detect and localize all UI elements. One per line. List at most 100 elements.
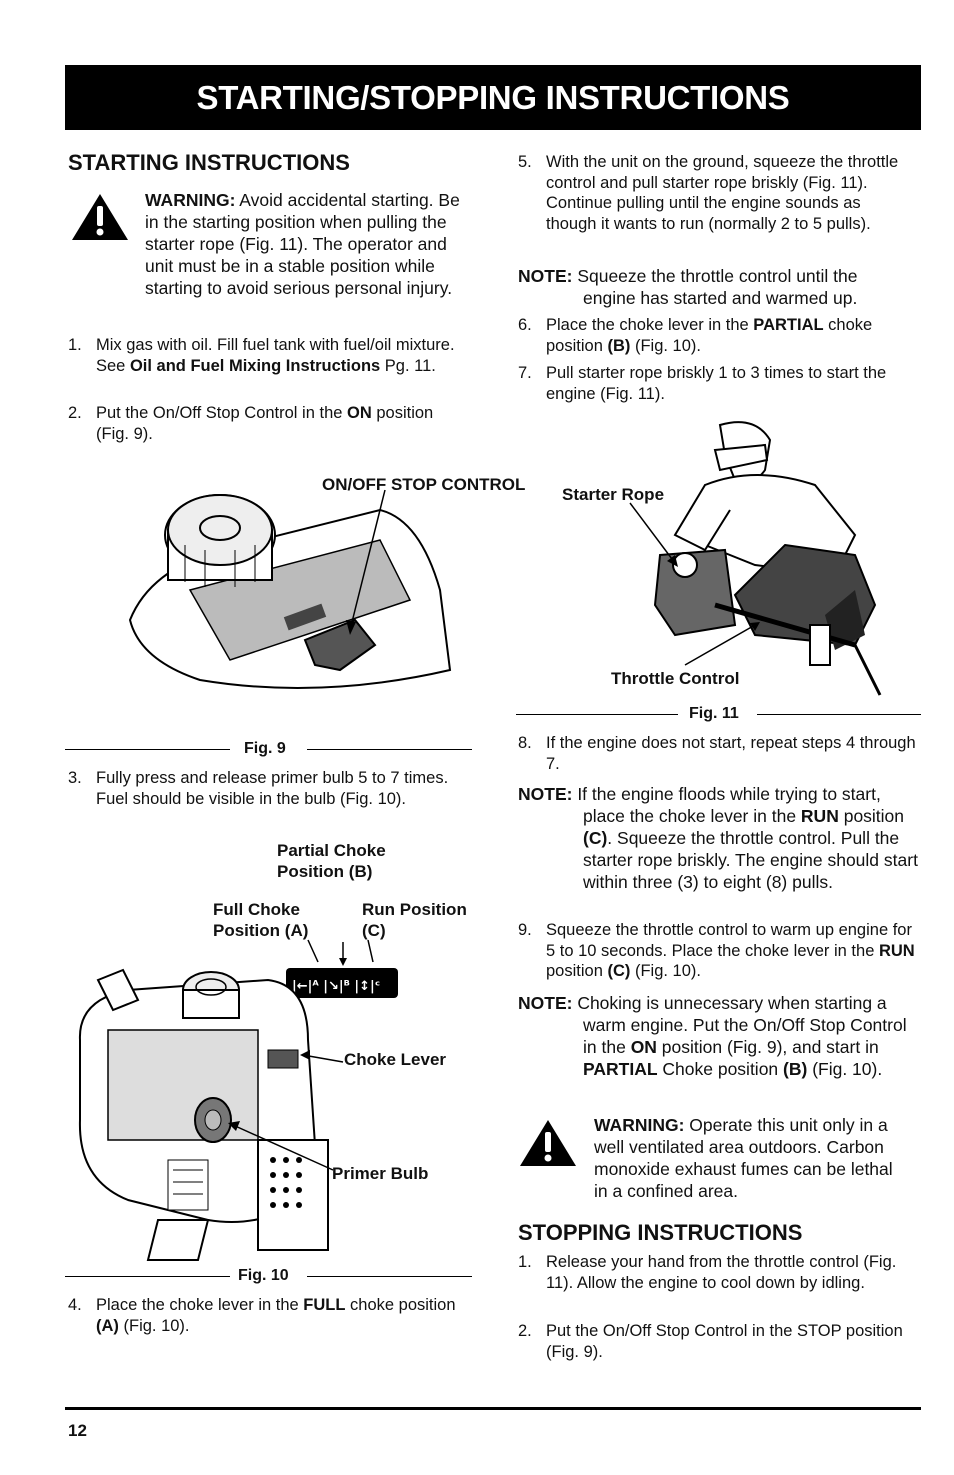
note-label: NOTE:	[518, 266, 573, 286]
step-bold: ON	[347, 404, 372, 422]
step-text: Place the choke lever in the	[96, 1296, 304, 1314]
step-text: Fully press and release primer bulb 5 to…	[96, 769, 449, 808]
starting-heading: STARTING INSTRUCTIONS	[68, 150, 350, 175]
step-number: 2.	[68, 404, 82, 422]
step-text: Pull starter rope briskly 1 to 3 times t…	[546, 364, 887, 403]
step-text: choke position	[345, 1296, 456, 1314]
fig11-illustration	[629, 421, 882, 696]
warning-label: WARNING:	[145, 190, 236, 210]
fig9-illustration	[128, 489, 452, 689]
note-text: (Fig. 10).	[807, 1059, 883, 1079]
step-bold: PARTIAL	[753, 316, 824, 334]
fig10-full-choke: Full Choke Position (A)	[213, 900, 309, 940]
fig10-primer-bulb: Primer Bulb	[332, 1164, 429, 1183]
step-number: 9.	[518, 921, 532, 939]
step-bold: RUN	[878, 941, 915, 960]
note-bold: (C)	[583, 828, 608, 848]
note-bold: ON	[630, 1037, 657, 1057]
list-item: 6. Place the choke lever in the PARTIAL …	[518, 315, 918, 356]
list-item: 3. Fully press and release primer bulb 5…	[68, 768, 468, 809]
note-text: If the engine floods while trying to sta…	[572, 784, 881, 826]
step-bold: (B)	[607, 336, 631, 355]
fig9-label: Fig. 9	[244, 740, 286, 757]
list-item: 1. Mix gas with oil. Fill fuel tank with…	[68, 335, 468, 376]
warning-text-2: WARNING: Operate this unit only in a wel…	[594, 1114, 904, 1202]
note: NOTE: Squeeze the throttle control until…	[518, 265, 908, 309]
step-bold: (C)	[607, 962, 631, 980]
note-bold: (B)	[783, 1059, 808, 1079]
fig10-choke-lever: Choke Lever	[344, 1050, 447, 1069]
warning-icon	[520, 1120, 576, 1166]
step-bold: Oil and Fuel Mixing Instructions	[129, 356, 381, 375]
step-number: 8.	[518, 734, 532, 752]
warning-text-1: WARNING: Avoid accidental starting. Be i…	[145, 189, 465, 299]
step-text: Place the choke lever in the	[546, 316, 754, 334]
step-text: Release your hand from the throttle cont…	[546, 1253, 897, 1292]
step-number: 6.	[518, 316, 532, 334]
list-item: 2. Put the On/Off Stop Control in the ON…	[68, 403, 468, 444]
step-number: 4.	[68, 1296, 82, 1314]
step-bold: (A)	[96, 1316, 119, 1335]
step-number: 1.	[518, 1253, 532, 1271]
step-number: 2.	[518, 1322, 532, 1340]
fig-rule	[65, 749, 230, 750]
step-text: (Fig. 10).	[630, 336, 701, 355]
step-text: With the unit on the ground, squeeze the…	[546, 153, 899, 233]
step-text: Squeeze the throttle control to warm up …	[546, 921, 912, 960]
note-label: NOTE:	[518, 993, 573, 1013]
step-bold: FULL	[303, 1296, 346, 1314]
note-bold: RUN	[800, 806, 839, 826]
step-number: 5.	[518, 153, 532, 171]
step-text: If the engine does not start, repeat ste…	[546, 734, 916, 773]
fig-rule	[307, 749, 472, 750]
fig11-starter-rope: Starter Rope	[562, 485, 665, 504]
warning-body: Avoid accidental starting. Be in the sta…	[145, 190, 460, 298]
list-item: 1. Release your hand from the throttle c…	[518, 1252, 918, 1293]
note: NOTE: Choking is unnecessary when starti…	[518, 992, 918, 1080]
list-item: 5. With the unit on the ground, squeeze …	[518, 152, 908, 234]
note-text: Choking is unnecessary when starting a w…	[572, 993, 907, 1057]
note: NOTE: If the engine floods while trying …	[518, 783, 921, 893]
fig10-partial-choke: Partial Choke Position (B)	[277, 841, 386, 881]
step-number: 7.	[518, 364, 532, 382]
note-text: position (Fig. 9), and start in	[656, 1037, 879, 1057]
note-text: Squeeze the throttle control until the e…	[572, 266, 858, 308]
footer-rule	[65, 1407, 921, 1410]
fig-rule	[307, 1276, 472, 1277]
step-text: position (Fig. 9).	[96, 404, 434, 443]
stopping-heading: STOPPING INSTRUCTIONS	[518, 1220, 803, 1245]
step-text: Put the On/Off Stop Control in the	[96, 404, 348, 422]
fig-rule	[65, 1276, 230, 1277]
step-text: choke position	[546, 316, 873, 355]
list-item: 7. Pull starter rope briskly 1 to 3 time…	[518, 363, 918, 404]
step-text: (Fig. 10).	[118, 1316, 190, 1335]
fig11-label: Fig. 11	[689, 705, 739, 722]
note-bold: PARTIAL	[583, 1059, 658, 1079]
svg-text:|←|ᴬ |↘|ᴮ |↕|ᶜ: |←|ᴬ |↘|ᴮ |↕|ᶜ	[292, 979, 380, 994]
page-number: 12	[68, 1421, 87, 1440]
note-text: position	[838, 806, 905, 826]
warning-icon	[72, 194, 128, 240]
warning-label: WARNING:	[594, 1115, 685, 1135]
fig10-run-position: Run Position (C)	[362, 900, 467, 940]
list-item: 9. Squeeze the throttle control to warm …	[518, 920, 918, 982]
warning-body: Operate this unit only in a well ventila…	[594, 1115, 893, 1201]
fig10-illustration: |←|ᴬ |↘|ᴮ |↕|ᶜ	[78, 939, 398, 1261]
fig11-throttle-control: Throttle Control	[611, 669, 740, 688]
step-text: position	[546, 962, 608, 980]
list-item: 2. Put the On/Off Stop Control in the ST…	[518, 1321, 918, 1362]
fig9-callout: ON/OFF STOP CONTROL	[322, 475, 526, 494]
list-item: 4. Place the choke lever in the FULL cho…	[68, 1295, 468, 1336]
page-title: STARTING/STOPPING INSTRUCTIONS	[196, 78, 790, 116]
step-text: Pg. 11.	[380, 356, 436, 375]
list-item: 8. If the engine does not start, repeat …	[518, 733, 918, 774]
note-text: . Squeeze the throttle control. Pull the…	[583, 828, 918, 892]
step-text: (Fig. 10).	[630, 962, 701, 980]
step-text: Mix gas with oil. Fill fuel tank with fu…	[96, 336, 455, 375]
step-number: 3.	[68, 769, 82, 787]
fig-rule	[757, 714, 921, 715]
page-title-banner: STARTING/STOPPING INSTRUCTIONS	[65, 65, 921, 130]
step-text: Put the On/Off Stop Control in the STOP …	[546, 1322, 903, 1361]
fig-rule	[516, 714, 678, 715]
step-number: 1.	[68, 336, 82, 354]
